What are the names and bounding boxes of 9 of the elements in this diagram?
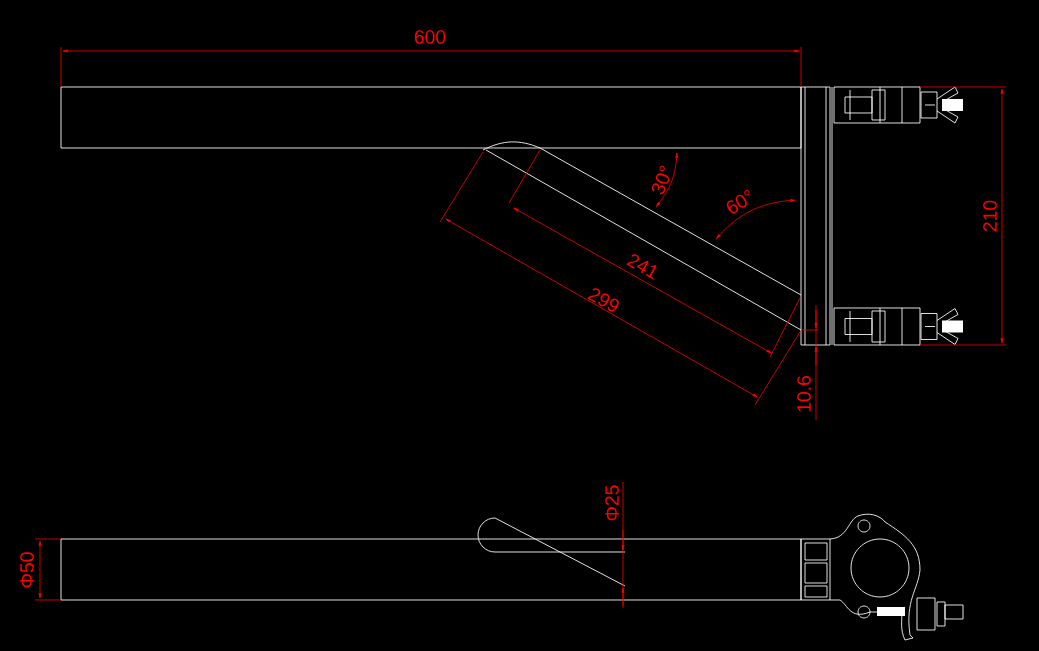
dimension-label: Φ25	[605, 485, 619, 521]
dimension-label: 299	[587, 288, 619, 312]
dimension-label: 210	[983, 200, 997, 232]
dimension-label: 10.6	[797, 376, 811, 412]
dimension-label: 30°	[651, 165, 670, 195]
dimension-label: 241	[626, 254, 657, 280]
dimension-label: 60°	[726, 190, 750, 214]
dimension-label: Φ50	[20, 552, 34, 588]
dimension-label: 600	[414, 30, 446, 44]
